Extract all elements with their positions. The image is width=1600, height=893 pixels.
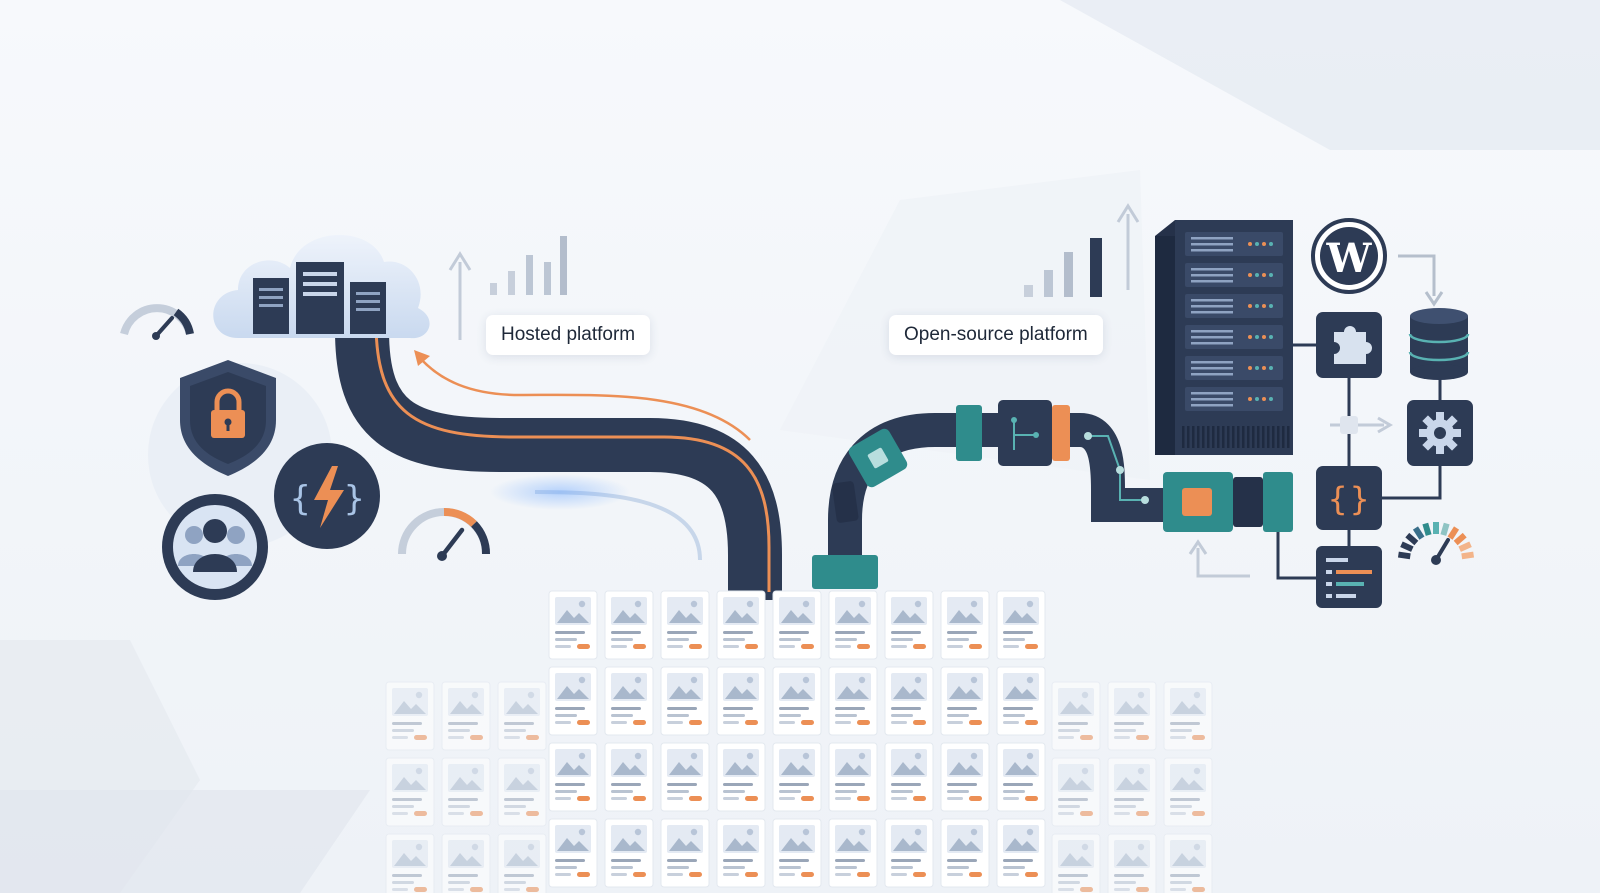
product-card-icon xyxy=(884,818,934,888)
product-card-icon xyxy=(828,742,878,812)
product-card-icon xyxy=(548,742,598,812)
growth-chart-icon xyxy=(448,236,567,340)
product-card-icon xyxy=(660,818,710,888)
product-card-icon xyxy=(660,590,710,660)
card-grid-left-faded xyxy=(385,681,547,893)
pipe-glow xyxy=(490,474,630,510)
connector-arrow-head xyxy=(1424,291,1444,307)
product-card-icon xyxy=(716,742,766,812)
connector-arrow xyxy=(1188,539,1250,578)
hosted-pipe xyxy=(335,321,782,600)
product-card-icon xyxy=(604,818,654,888)
gear-icon xyxy=(1407,400,1473,466)
product-card-icon xyxy=(604,742,654,812)
product-card-icon xyxy=(940,666,990,736)
svg-text:}: } xyxy=(344,479,364,519)
product-card-icon xyxy=(828,590,878,660)
puzzle-piece-icon xyxy=(1316,312,1382,378)
product-card-icon xyxy=(660,742,710,812)
product-card-icon xyxy=(772,818,822,888)
wordpress-logo-icon: W xyxy=(1311,218,1387,294)
product-card-icon xyxy=(716,818,766,888)
code-bolt-icon: { } xyxy=(274,443,380,549)
svg-text:{: { xyxy=(1328,480,1347,518)
product-card-icon xyxy=(772,742,822,812)
svg-text:{: { xyxy=(290,479,310,519)
product-card-icon xyxy=(548,590,598,660)
product-card-icon xyxy=(716,590,766,660)
code-braces-icon: { } xyxy=(1316,466,1382,530)
users-icon xyxy=(162,494,268,600)
product-card-icon xyxy=(604,590,654,660)
product-card-icon xyxy=(996,666,1046,736)
product-card-icon xyxy=(940,742,990,812)
product-card-icon xyxy=(884,666,934,736)
product-card-icon xyxy=(772,666,822,736)
connector-arrow xyxy=(1398,254,1436,296)
speed-gauge-icon xyxy=(120,304,194,340)
product-card-icon xyxy=(940,590,990,660)
product-card-icon xyxy=(884,590,934,660)
card-grid-main xyxy=(548,590,1046,888)
product-card-icon xyxy=(940,818,990,888)
cloud-servers-icon xyxy=(213,234,430,339)
hosted-platform-label: Hosted platform xyxy=(486,315,651,355)
product-card-icon xyxy=(828,666,878,736)
open-source-platform-label: Open-source platform xyxy=(889,315,1103,355)
open-source-pipe xyxy=(812,400,1293,589)
product-card-icon xyxy=(996,818,1046,888)
product-card-icon xyxy=(884,742,934,812)
connector-node xyxy=(1340,416,1358,434)
product-card-icon xyxy=(660,666,710,736)
product-card-icon xyxy=(716,666,766,736)
product-card-icon xyxy=(772,590,822,660)
product-card-icon xyxy=(828,818,878,888)
document-list-icon xyxy=(1316,546,1382,608)
product-card-icon xyxy=(996,742,1046,812)
speed-gauge-icon xyxy=(398,507,491,561)
product-card-icon xyxy=(604,666,654,736)
product-card-icon xyxy=(548,666,598,736)
card-grid-right-faded xyxy=(1051,681,1213,893)
shield-lock-icon xyxy=(180,360,276,476)
orange-up-arrow xyxy=(414,350,751,441)
speed-gauge-icon xyxy=(1397,522,1475,565)
connector-arrow-head xyxy=(1377,416,1393,434)
server-rack-icon xyxy=(1155,220,1293,455)
product-card-icon xyxy=(548,818,598,888)
svg-text:}: } xyxy=(1350,480,1369,518)
database-icon xyxy=(1408,308,1470,380)
svg-text:W: W xyxy=(1326,235,1373,282)
product-card-icon xyxy=(996,590,1046,660)
growth-chart-icon xyxy=(1024,203,1140,297)
